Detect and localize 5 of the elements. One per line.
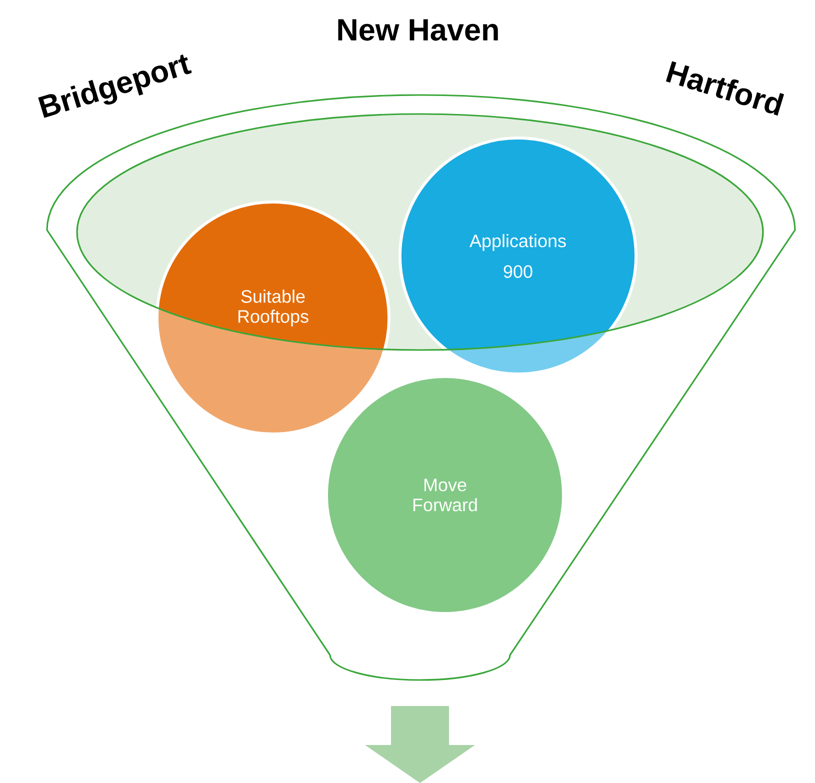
circle bbox=[398, 136, 638, 376]
circle-label: Applications 900 bbox=[470, 234, 566, 278]
city-label: New Haven bbox=[338, 19, 498, 41]
circle-label: Move Forward bbox=[413, 478, 477, 512]
circle-label: Suitable Rooftops bbox=[238, 290, 308, 326]
